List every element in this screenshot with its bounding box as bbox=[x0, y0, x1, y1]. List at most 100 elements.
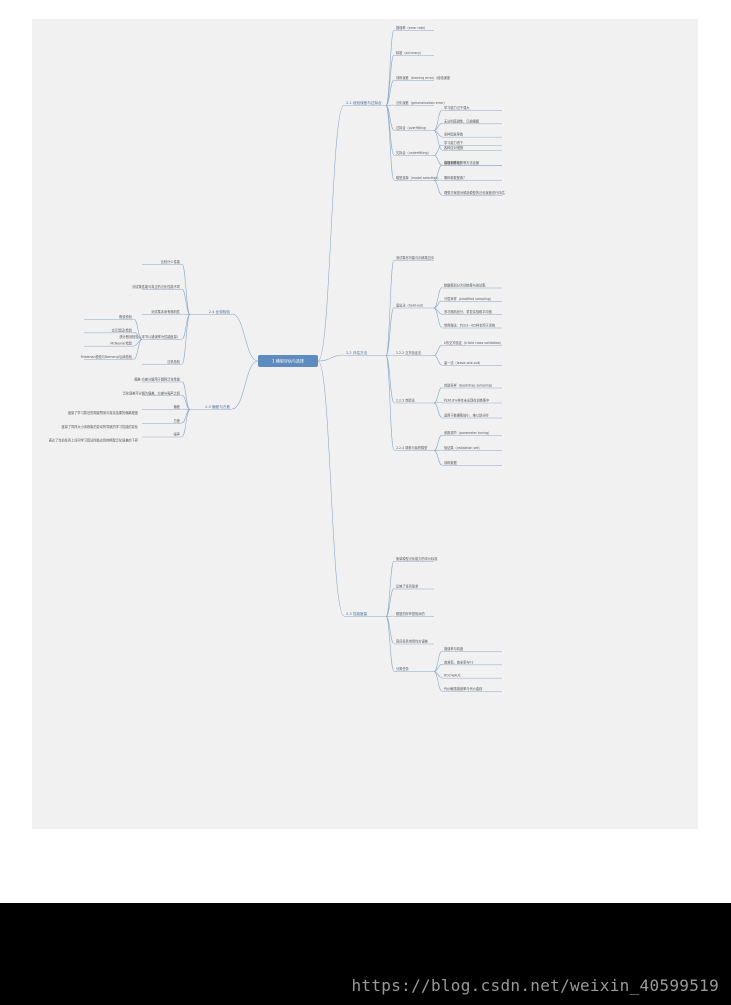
item-connector bbox=[385, 105, 395, 181]
child-label: 哪种参数配置？ bbox=[444, 175, 466, 180]
item-desc: 表达了当前任务上任何学习算法所能达到的期望泛化误差的下界 bbox=[49, 438, 139, 443]
item-label: 噪声 bbox=[174, 432, 180, 437]
item-connector bbox=[385, 588, 395, 617]
mindmap-canvas: 1 模型评估与选择 2.1 经验误差与过拟合 错误率（error rate） 精度（a… bbox=[32, 19, 698, 829]
child-label: 数据集划分为训练集与测试集 bbox=[444, 283, 486, 288]
item-label: 测试集本身有随机性 bbox=[151, 309, 180, 314]
item-label: 2.2.3 自助法 bbox=[396, 398, 415, 403]
mindmap: 1 模型评估与选择 2.1 经验误差与过拟合 错误率（error rate） 精度（a… bbox=[49, 25, 505, 692]
child-connector bbox=[433, 109, 443, 131]
child-label: 多次随机划分、重复实验取平均值 bbox=[444, 309, 493, 314]
child-connector bbox=[433, 344, 443, 356]
child-label: 适用于数据集较小、难以划分时 bbox=[444, 413, 489, 418]
branch-title: 2.4 比较检验 bbox=[209, 309, 231, 314]
item-label: 2.2.4 调参与最终模型 bbox=[396, 445, 428, 450]
child-label: 假设检验 bbox=[119, 314, 133, 319]
child-connector bbox=[433, 164, 443, 181]
child-label: 选哪种算法？ bbox=[444, 160, 463, 165]
child-connector bbox=[433, 307, 443, 328]
item-connector bbox=[385, 259, 395, 356]
child-label: k折交叉验证（k-fold cross validation） bbox=[444, 340, 503, 345]
child-label: 各种应对措施 bbox=[444, 145, 464, 150]
item-label: 模型的好坏是相对的 bbox=[396, 611, 425, 616]
item-label: 比较什么性能 bbox=[161, 259, 181, 264]
child-label: 错误率与精度 bbox=[444, 646, 464, 651]
item-connector bbox=[181, 263, 191, 315]
item-label: 偏差 bbox=[174, 404, 180, 409]
branch-connector bbox=[317, 360, 345, 617]
item-label: 精度（accuracy） bbox=[396, 50, 423, 55]
item-connector bbox=[385, 616, 395, 644]
item-label: 泛化误差（generalization error） bbox=[396, 100, 447, 105]
item-connector bbox=[385, 307, 395, 356]
child-label: 分层采样（stratified sampling） bbox=[444, 296, 493, 301]
child-label: 无法彻底避免，只能缓解 bbox=[444, 118, 480, 123]
item-connector bbox=[181, 288, 191, 315]
child-connector bbox=[433, 671, 443, 692]
child-label: 理想方案是对候选模型的泛化误差进行评估 bbox=[444, 190, 505, 195]
item-connector bbox=[385, 355, 395, 403]
child-connector bbox=[433, 449, 443, 451]
item-label: 偏差-方差分解用于解释泛化性能 bbox=[134, 377, 181, 382]
item-label: 训练误差（training error）/经验误差 bbox=[396, 75, 450, 80]
child-label: 学习能力过于强大 bbox=[444, 105, 470, 110]
item-label: 分类任务 bbox=[396, 666, 410, 671]
child-label: 交叉验证t检验 bbox=[112, 327, 133, 332]
item-label: 泛化误差可分解为偏差、方差与噪声之和 bbox=[123, 390, 180, 395]
child-label: Friedman检验与Nemenyi后续检验 bbox=[81, 354, 133, 359]
item-desc: 度量了学习算法的期望预测与真实结果的偏离程度 bbox=[68, 410, 139, 415]
item-label: 欠拟合（underfitting） bbox=[396, 150, 431, 155]
child-connector bbox=[433, 130, 443, 151]
item-connector bbox=[385, 54, 395, 106]
child-connector bbox=[433, 300, 443, 309]
item-desc: 度量了同样大小训练集的变动所导致的学习性能的变化 bbox=[62, 424, 139, 429]
item-connector bbox=[385, 616, 395, 672]
branch-connector bbox=[317, 354, 345, 362]
child-connector bbox=[433, 123, 443, 131]
item-connector bbox=[385, 354, 395, 356]
child-connector bbox=[433, 402, 443, 404]
branch-connector bbox=[317, 104, 345, 362]
branch-title: 2.2 评估方法 bbox=[346, 350, 368, 355]
branch-connector bbox=[231, 313, 259, 362]
item-connector bbox=[385, 615, 395, 617]
child-label: 查准率、查全率与F1 bbox=[444, 659, 473, 664]
item-label: 留出法（hold-out） bbox=[396, 303, 425, 308]
item-connector bbox=[385, 104, 395, 106]
item-label: 过机检验 bbox=[167, 359, 181, 364]
branch-title: 2.1 经验误差与过拟合 bbox=[346, 100, 382, 105]
branch-title: 2.3 性能度量 bbox=[346, 611, 368, 616]
child-connector bbox=[133, 339, 143, 360]
item-label: 反映了任务需求 bbox=[396, 584, 419, 589]
item-connector bbox=[181, 394, 191, 410]
item-connector bbox=[181, 314, 191, 365]
child-label: 留一法（leave-one-out） bbox=[444, 360, 482, 365]
child-label: ROC与AUC bbox=[444, 673, 462, 678]
item-connector bbox=[181, 409, 191, 424]
branch-connector bbox=[231, 360, 259, 410]
item-label: 错误率（error rate） bbox=[396, 25, 427, 30]
child-connector bbox=[433, 650, 443, 672]
item-connector bbox=[181, 409, 191, 437]
child-connector bbox=[433, 402, 443, 418]
child-label: 训练数据 bbox=[444, 460, 458, 465]
root-node bbox=[258, 355, 318, 367]
item-label: 衡量模型泛化能力的评价标准 bbox=[396, 556, 438, 561]
item-label: 方差 bbox=[174, 418, 180, 423]
root-label: 1 模型评估与选择 bbox=[272, 358, 304, 364]
child-connector bbox=[133, 318, 143, 340]
child-connector bbox=[433, 180, 443, 196]
item-connector bbox=[385, 355, 395, 451]
child-connector bbox=[433, 450, 443, 466]
child-connector bbox=[433, 144, 443, 156]
child-label: 学习能力低下 bbox=[444, 140, 464, 145]
watermark-url: https://blog.csdn.net/weixin_40599519 bbox=[351, 976, 719, 995]
child-label: 代价敏感错误率与代价曲线 bbox=[444, 686, 483, 691]
child-label: 参数调节（parameter tuning） bbox=[444, 430, 491, 435]
child-connector bbox=[433, 287, 443, 309]
child-label: 增加训练轮数等方法克服 bbox=[444, 160, 480, 165]
child-connector bbox=[433, 387, 443, 404]
item-connector bbox=[181, 313, 191, 315]
child-connector bbox=[433, 355, 443, 366]
item-label: 模型选择（model selection） bbox=[396, 175, 440, 180]
